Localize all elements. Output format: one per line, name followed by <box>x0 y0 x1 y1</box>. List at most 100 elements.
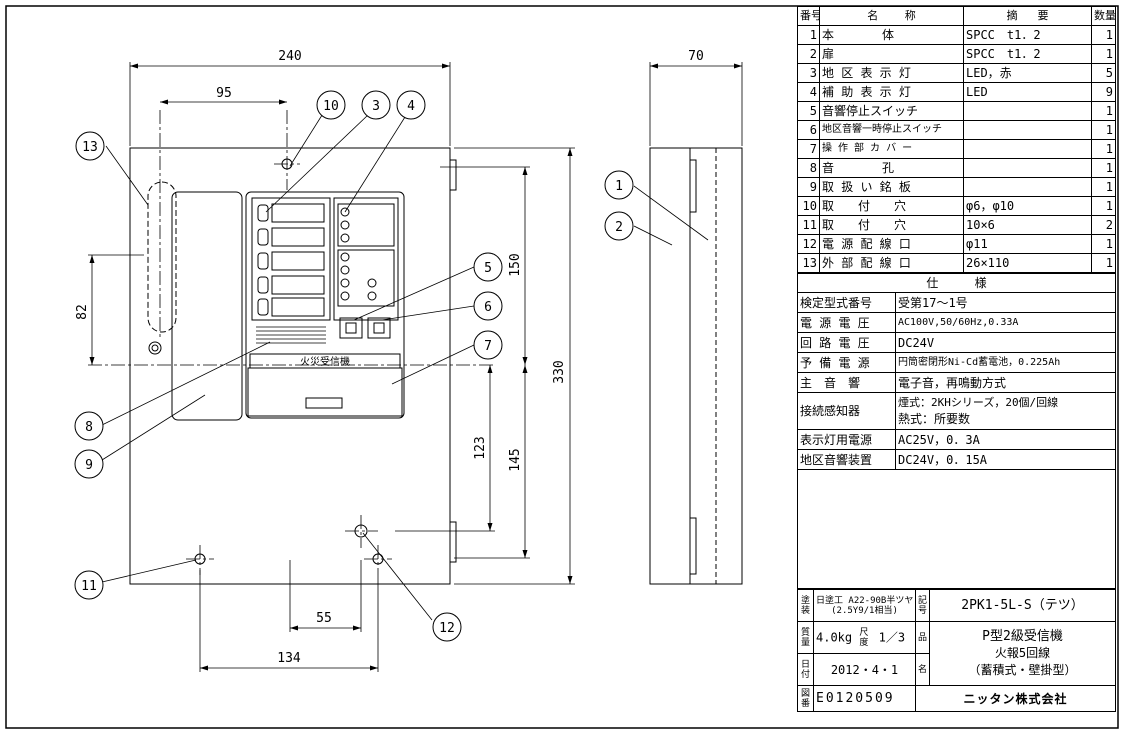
aux-lamps <box>337 203 395 307</box>
title-block: 塗装 日塗工 A22-90B半ツヤ(2.5Y9/1相当) 記号 2PK1-5L-… <box>797 589 1116 712</box>
sound-stop-switch <box>339 317 363 339</box>
leader-lines <box>101 111 709 621</box>
drawing-value: E0120509 <box>813 685 916 712</box>
spec-row: 予 備 電 源円筒密閉形Ni-Cd蓄電池，0.225Ah <box>797 352 1116 373</box>
mass-label: 質量 <box>797 621 814 654</box>
part-qty: 1 <box>1091 139 1116 159</box>
part-qty: 1 <box>1091 120 1116 140</box>
part-name: 取 付 穴 <box>819 215 964 235</box>
part-qty: 5 <box>1091 63 1116 83</box>
part-summary: LED <box>963 82 1092 102</box>
part-no: 4 <box>797 82 820 102</box>
part-summary <box>963 101 1092 121</box>
dim-330: 330 <box>552 360 567 383</box>
part-summary <box>963 158 1092 178</box>
part-name: 地区音響一時停止スイッチ <box>819 120 964 140</box>
dim-55: 55 <box>316 611 332 626</box>
part-name: 操 作 部 カ バ ー <box>819 139 964 159</box>
header-qty: 数量 <box>1091 6 1116 26</box>
blank-area <box>797 469 1116 589</box>
part-no: 5 <box>797 101 820 121</box>
product-label: 品 <box>915 621 930 654</box>
part-qty: 2 <box>1091 215 1116 235</box>
part-summary: φ11 <box>963 234 1092 254</box>
header-no: 番号 <box>797 6 820 26</box>
part-qty: 1 <box>1091 158 1116 178</box>
mass-scale: 4.0kg 尺度 1／3 <box>813 621 916 654</box>
part-summary: SPCC t1．2 <box>963 25 1092 45</box>
name-label: 名 <box>915 653 930 686</box>
paint-label: 塗装 <box>797 589 814 622</box>
part-no: 1 <box>797 25 820 45</box>
part-name: 電 源 配 線 口 <box>819 234 964 254</box>
part-summary: LED，赤 <box>963 63 1092 83</box>
part-qty: 9 <box>1091 82 1116 102</box>
callout-3: 3 <box>372 99 380 114</box>
dim-82: 82 <box>75 304 90 320</box>
part-name: 扉 <box>819 44 964 64</box>
symbol-value: 2PK1-5L-S（テツ） <box>929 589 1116 622</box>
part-name: 音響停止スイッチ <box>819 101 964 121</box>
dim-123: 123 <box>473 436 488 459</box>
district-lamps <box>257 203 325 317</box>
part-no: 12 <box>797 234 820 254</box>
part-qty: 1 <box>1091 196 1116 216</box>
part-name: 音 孔 <box>819 158 964 178</box>
part-name: 地 区 表 示 灯 <box>819 63 964 83</box>
panel-label: 火災受信機 <box>300 355 350 368</box>
header-summary: 摘 要 <box>963 6 1092 26</box>
paint-value: 日塗工 A22-90B半ツヤ(2.5Y9/1相当) <box>813 589 916 622</box>
callout-12: 12 <box>439 621 455 636</box>
spec-value: DC24V，0．15A <box>895 449 1116 470</box>
date-value: 2012・4・1 <box>813 653 916 686</box>
part-name: 取 付 穴 <box>819 196 964 216</box>
part-name: 補 助 表 示 灯 <box>819 82 964 102</box>
part-name: 取 扱 い 銘 板 <box>819 177 964 197</box>
part-name: 本 体 <box>819 25 964 45</box>
company-logo: ニッタン株式会社 <box>915 685 1116 712</box>
spec-row: 検定型式番号受第17～1号 <box>797 292 1116 313</box>
part-summary <box>963 120 1092 140</box>
drawing-label: 図番 <box>797 685 814 712</box>
sensor-label: 接続感知器 <box>797 392 896 430</box>
spec-label: 主 音 響 <box>797 372 896 393</box>
part-qty: 1 <box>1091 101 1116 121</box>
spec-value: 電子音，再鳴動方式 <box>895 372 1116 393</box>
spec-value: 受第17～1号 <box>895 292 1116 313</box>
dimension-arrows <box>89 63 742 671</box>
part-qty: 1 <box>1091 253 1116 273</box>
part-name: 外 部 配 線 口 <box>819 253 964 273</box>
part-no: 8 <box>797 158 820 178</box>
spec-label: 回 路 電 圧 <box>797 332 896 353</box>
sound-holes <box>256 326 326 344</box>
part-no: 7 <box>797 139 820 159</box>
date-label: 日付 <box>797 653 814 686</box>
part-summary: φ6，φ10 <box>963 196 1092 216</box>
spec-label: 電 源 電 圧 <box>797 312 896 333</box>
spec-header: 仕 様 <box>797 273 1116 293</box>
callout-7: 7 <box>484 339 492 354</box>
part-no: 11 <box>797 215 820 235</box>
dim-134: 134 <box>277 651 301 666</box>
spec-label: 検定型式番号 <box>797 292 896 313</box>
part-no: 3 <box>797 63 820 83</box>
part-summary: 26×110 <box>963 253 1092 273</box>
